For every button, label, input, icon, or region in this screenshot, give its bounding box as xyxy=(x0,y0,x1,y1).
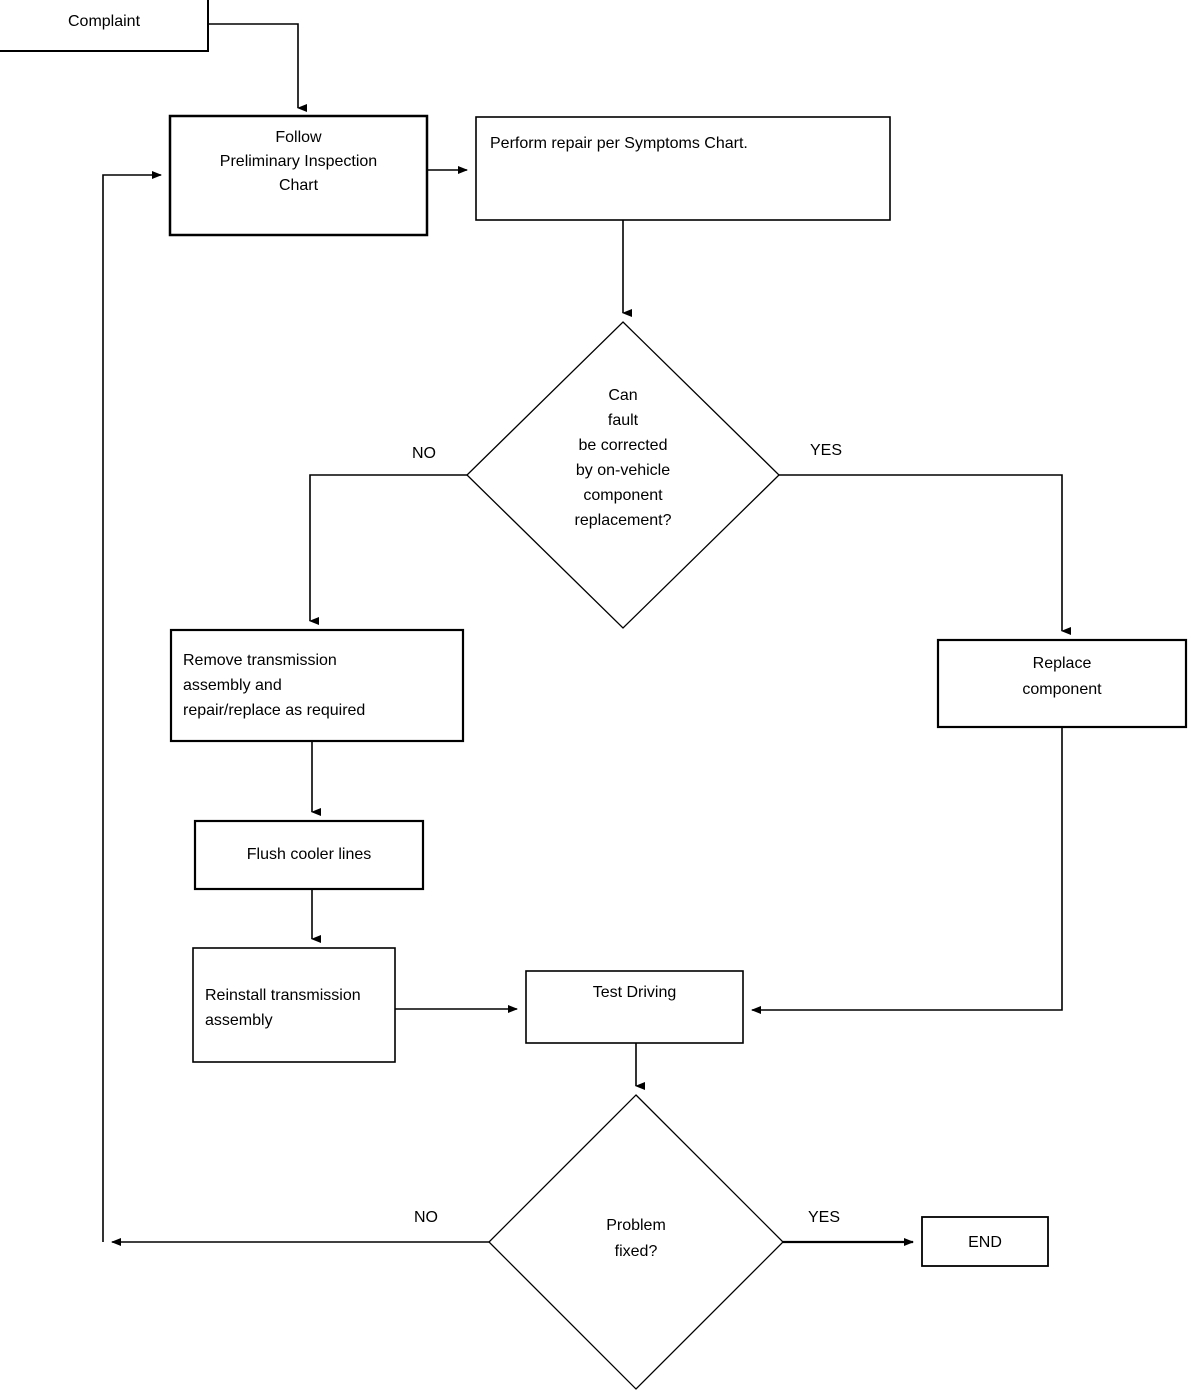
node-label-reinstall-transmission: Reinstall transmission assembly xyxy=(205,987,361,1029)
edge-label-decision1-yes: YES xyxy=(810,442,843,459)
node-shape-remove-transmission xyxy=(169,628,465,743)
node-label-complaint: Complaint xyxy=(67,13,141,30)
edge-decision1-no-to-remove xyxy=(309,474,467,625)
edge-replace-to-test xyxy=(751,727,1063,1014)
node-label-test-driving: Test Driving xyxy=(592,984,677,1001)
node-label-problem-fixed-decision: Problem fixed? xyxy=(606,1217,666,1260)
node-label-remove-transmission: Remove transmission assembly and repair/… xyxy=(183,652,366,719)
node-shape-can-fault-decision xyxy=(466,321,780,629)
node-shape-follow-preliminary xyxy=(168,114,429,237)
node-shape-end xyxy=(921,1216,1049,1267)
node-shape-test-driving xyxy=(525,970,744,1044)
node-shape-problem-fixed-decision xyxy=(488,1094,784,1390)
node-label-follow-preliminary: Follow Preliminary Inspection Chart xyxy=(219,129,378,194)
edge-label-decision2-no: NO xyxy=(414,1209,438,1226)
node-shape-complaint xyxy=(0,0,209,52)
node-shape-reinstall-transmission xyxy=(192,947,396,1063)
node-label-can-fault-decision: Can fault be corrected by on-vehicle com… xyxy=(574,387,672,529)
node-shape-perform-repair xyxy=(475,116,891,221)
node-label-end: END xyxy=(968,1234,1002,1251)
node-label-replace-component: Replace component xyxy=(1022,655,1102,698)
node-label-perform-repair: Perform repair per Symptoms Chart. xyxy=(490,135,748,152)
node-shape-flush-cooler-lines xyxy=(193,819,425,891)
edge-decision1-yes-to-replace xyxy=(779,474,1071,635)
edge-complaint-to-follow xyxy=(208,23,307,112)
edge-label-decision1-no: NO xyxy=(412,445,436,462)
node-label-flush-cooler-lines: Flush cooler lines xyxy=(246,846,372,863)
edge-label-decision2-yes: YES xyxy=(808,1209,841,1226)
edge-loopback-vertical xyxy=(102,171,162,1242)
